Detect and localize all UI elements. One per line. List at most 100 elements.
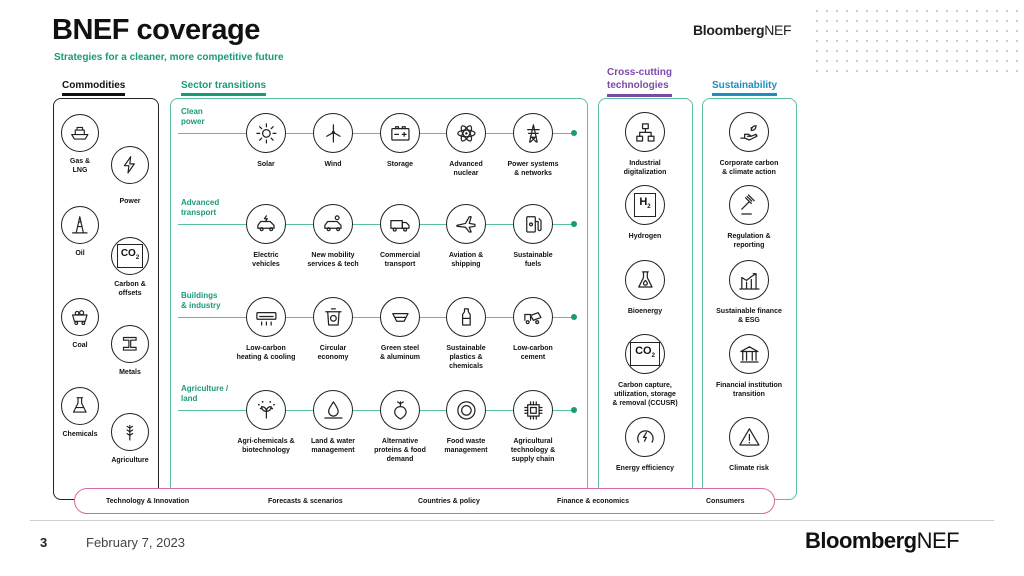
page-title: BNEF coverage (52, 14, 260, 46)
car-icon (313, 204, 353, 244)
hydrogen-icon-symbol: H2 (634, 193, 656, 217)
bottom-theme-4: Consumers (706, 498, 745, 505)
steel-icon-glyph (391, 312, 409, 322)
sustainability-item-label-4: Climate risk (729, 465, 769, 472)
footer-divider (30, 520, 994, 521)
sector-item-label-0-1: Wind (324, 161, 342, 168)
warning-icon (729, 417, 769, 457)
flask-flame-icon-glyph (637, 270, 653, 288)
chip-icon (513, 390, 553, 430)
hand-leaf-icon-glyph (739, 124, 758, 141)
seedling-icon (246, 390, 286, 430)
dot-pattern (812, 6, 1024, 76)
sector-item-label-2-3: Sustainable plastics & chemicals (446, 345, 486, 370)
battery-icon (380, 113, 420, 153)
sector-transitions-heading: Sector transitions (181, 80, 267, 96)
cross-item-label-4: Energy efficiency (616, 465, 674, 472)
truck-icon-glyph (389, 219, 410, 232)
fuel-pump-icon-glyph (525, 215, 542, 233)
brand-logo-bottom: BloombergNEF (805, 528, 960, 553)
ship-icon-glyph (71, 127, 89, 140)
steel-beam-icon (111, 325, 149, 363)
network-icon-glyph (635, 122, 655, 142)
commodity-label-4: Coal (72, 342, 88, 349)
coal-cart-icon-glyph (72, 310, 88, 326)
sector-item-label-0-3: Advanced nuclear (449, 161, 483, 177)
pylon-icon (513, 113, 553, 153)
warning-icon-glyph (738, 427, 760, 446)
airplane-icon (446, 204, 486, 244)
battery-icon-glyph (390, 125, 410, 141)
row-label-3: Agriculture / land (181, 384, 229, 403)
row-track-1 (178, 224, 574, 226)
bottle-icon (446, 297, 486, 337)
sector-item-label-0-4: Power systems & networks (507, 161, 559, 177)
row-end-dot-3 (571, 407, 577, 413)
cross-item-label-1: Hydrogen (628, 233, 662, 240)
footer-date: February 7, 2023 (86, 535, 186, 550)
recycle-bin-icon (313, 297, 353, 337)
row-label-0: Clean power (181, 107, 205, 126)
page-number: 3 (40, 535, 48, 550)
row-end-dot-2 (571, 314, 577, 320)
sector-item-label-3-4: Agricultural technology & supply chain (510, 438, 556, 463)
recycle-bin-icon-glyph (324, 307, 342, 326)
flask-flame-icon (625, 260, 665, 300)
air-conditioner-icon-glyph (255, 311, 277, 326)
oil-rig-icon (61, 206, 99, 244)
sector-underline (181, 93, 267, 96)
sustainability-item-label-3: Financial institution transition (715, 382, 783, 398)
row-track-0 (178, 133, 574, 135)
gavel-icon-glyph (740, 193, 755, 215)
row-track-3 (178, 410, 574, 412)
cross-underline (607, 94, 672, 97)
beet-icon-glyph (393, 400, 407, 420)
wheat-icon-glyph (126, 425, 134, 441)
hand-leaf-icon (729, 112, 769, 152)
flask-icon-glyph (73, 397, 87, 413)
airplane-icon-glyph (455, 215, 476, 233)
sun-icon (246, 113, 286, 153)
sector-item-label-1-1: New mobility services & tech (307, 252, 359, 268)
fuel-pump-icon (513, 204, 553, 244)
row-end-dot-1 (571, 221, 577, 227)
car-icon-glyph (323, 214, 342, 231)
brand-logo-top: BloombergNEF (693, 22, 792, 38)
oil-rig-icon-glyph (72, 216, 88, 234)
gavel-icon (729, 185, 769, 225)
bottom-theme-1: Forecasts & scenarios (268, 498, 343, 505)
cement-mixer-icon-glyph (523, 311, 542, 324)
water-drop-icon-glyph (323, 400, 343, 419)
cement-mixer-icon (513, 297, 553, 337)
sustainability-item-label-2: Sustainable finance & ESG (716, 308, 782, 324)
row-end-dot-0 (571, 130, 577, 136)
bottom-theme-2: Countries & policy (418, 498, 480, 505)
sector-item-label-0-0: Solar (257, 161, 275, 168)
lightning-icon (111, 146, 149, 184)
co2-capture-icon-symbol: CO2 (630, 342, 660, 366)
electric-car-icon-glyph (256, 214, 275, 231)
cross-cutting-heading: Cross-cutting technologies (607, 66, 672, 97)
sun-icon-glyph (255, 122, 277, 144)
wheat-icon (111, 413, 149, 451)
lightning-icon-glyph (124, 156, 136, 174)
commodity-label-0: Gas & LNG (69, 158, 91, 174)
atom-icon (446, 113, 486, 153)
row-label-1: Advanced transport (181, 198, 220, 217)
cross-item-label-3: Carbon capture, utilization, storage & r… (612, 382, 678, 407)
bottom-theme-0: Technology & Innovation (106, 498, 190, 505)
network-icon (625, 112, 665, 152)
efficiency-icon (625, 417, 665, 457)
sector-item-label-1-2: Commercial transport (379, 252, 421, 268)
commodity-label-1: Power (119, 198, 141, 205)
plate-icon-glyph (456, 400, 476, 420)
sector-item-label-2-2: Green steel & aluminum (379, 345, 421, 361)
seedling-icon-glyph (257, 400, 275, 419)
sector-item-label-3-2: Alternative proteins & food demand (374, 438, 426, 463)
steel-icon (380, 297, 420, 337)
co2-symbol: CO2 (116, 244, 144, 268)
commodities-underline (62, 93, 126, 96)
row-track-2 (178, 317, 574, 319)
sector-item-label-3-1: Land & water management (311, 438, 355, 454)
bank-icon-glyph (739, 345, 759, 363)
